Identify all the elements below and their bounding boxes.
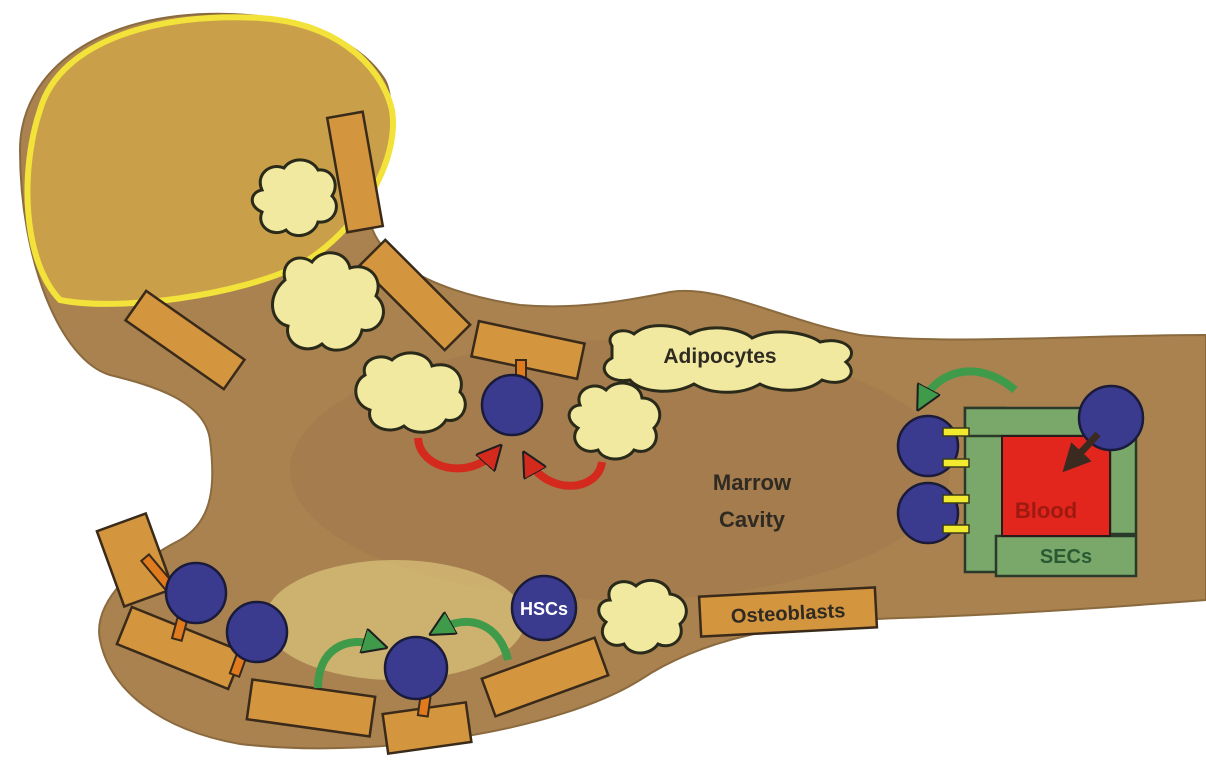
hsc bbox=[227, 602, 287, 662]
adipocytes-label: Adipocytes bbox=[663, 345, 776, 368]
blood-label: Blood bbox=[1015, 498, 1077, 523]
adhesion-molecule bbox=[943, 459, 969, 467]
hsc bbox=[385, 637, 447, 699]
marrow-cavity-label-line1: Marrow bbox=[713, 470, 792, 495]
adhesion-molecule bbox=[943, 495, 969, 503]
hscs-label: HSCs bbox=[520, 599, 568, 619]
secs-label: SECs bbox=[1040, 546, 1092, 568]
adhesion-molecule bbox=[943, 428, 969, 436]
adhesion-molecule bbox=[943, 525, 969, 533]
osteoblast bbox=[97, 514, 173, 607]
marrow-cavity-label-line2: Cavity bbox=[719, 507, 786, 532]
hsc bbox=[166, 563, 226, 623]
hsc bbox=[898, 483, 958, 543]
adipocyte bbox=[356, 353, 465, 432]
hsc bbox=[482, 375, 542, 435]
